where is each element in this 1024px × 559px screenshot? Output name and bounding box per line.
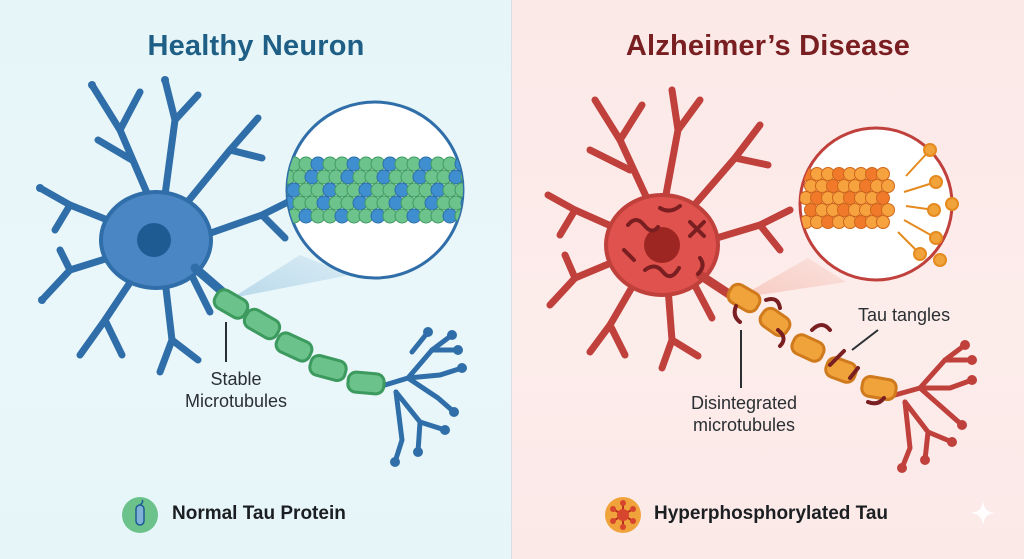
tau-tangles-label: Tau tangles (858, 305, 951, 325)
disintegrated-myelin-segments (726, 282, 898, 402)
tubulin-bead (448, 195, 463, 211)
alzheimers-title: Alzheimer’s Disease (625, 30, 911, 62)
hyperphosphorylated-tau-legend: Hyperphosphorylated Tau (654, 503, 889, 524)
phosphate-bead (927, 203, 941, 217)
healthy-neuron (36, 76, 467, 467)
tubulin-bead (485, 170, 499, 184)
label-line-1: Stable (210, 369, 262, 389)
tubulin-bead (485, 196, 499, 210)
sparkle-icon (970, 500, 996, 526)
tubulin-bead (881, 179, 895, 193)
tubulin-bead (479, 157, 493, 171)
panel-divider (511, 0, 512, 559)
tubulin-bead (876, 191, 890, 205)
phosphorylated-tau-icon (605, 497, 641, 533)
healthy-panel (0, 0, 512, 559)
tubulin-bead (460, 169, 463, 185)
label-line-2: Microtubules (184, 391, 288, 411)
phosphate-bead (923, 143, 937, 157)
alzheimers-microtubule-zoom (798, 126, 959, 282)
zoom-beam (232, 255, 350, 298)
zoom-beam (738, 258, 846, 298)
tubulin-bead (454, 182, 463, 198)
tubulin-bead (448, 169, 463, 185)
alzheimers-neuron (544, 86, 977, 473)
phosphate-bead (945, 197, 959, 211)
phosphate-bead (933, 253, 947, 267)
tubulin-bead (467, 183, 481, 197)
label-line-2: microtubules (692, 415, 796, 435)
tubulin-bead (479, 183, 493, 197)
tubulin-bead (467, 157, 481, 171)
tubulin-bead (454, 208, 463, 224)
phosphate-bead (929, 231, 943, 245)
tubulin-bead (876, 215, 890, 229)
tubulin-bead (287, 156, 290, 172)
tubulin-bead (876, 167, 890, 181)
stable-microtubules-label: Stable Microtubules (176, 368, 296, 412)
tubulin-bead (881, 203, 895, 217)
phosphate-bead (929, 175, 943, 189)
tangles-leader-line (851, 329, 879, 351)
tubulin-bead (473, 196, 487, 210)
label-line-1: Disintegrated (690, 393, 798, 413)
tubulin-bead (473, 170, 487, 184)
axon-tangles (732, 297, 886, 406)
tubulin-bead (479, 209, 493, 223)
normal-tau-legend: Normal Tau Protein (172, 503, 346, 524)
alzheimers-panel (512, 0, 1024, 559)
healthy-microtubule-zoom (285, 100, 499, 280)
disintegrated-microtubules-label: Disintegrated microtubules (674, 392, 814, 436)
tau-protein-icon (122, 497, 158, 533)
healthy-neuron-title: Healthy Neuron (147, 30, 365, 62)
tau-tangles-in-soma (622, 204, 706, 279)
healthy-myelin-segments (212, 288, 386, 396)
tubulin-bead (454, 156, 463, 172)
tubulin-bead (460, 195, 463, 211)
phosphate-bead (913, 247, 927, 261)
tubulin-bead (467, 209, 481, 223)
